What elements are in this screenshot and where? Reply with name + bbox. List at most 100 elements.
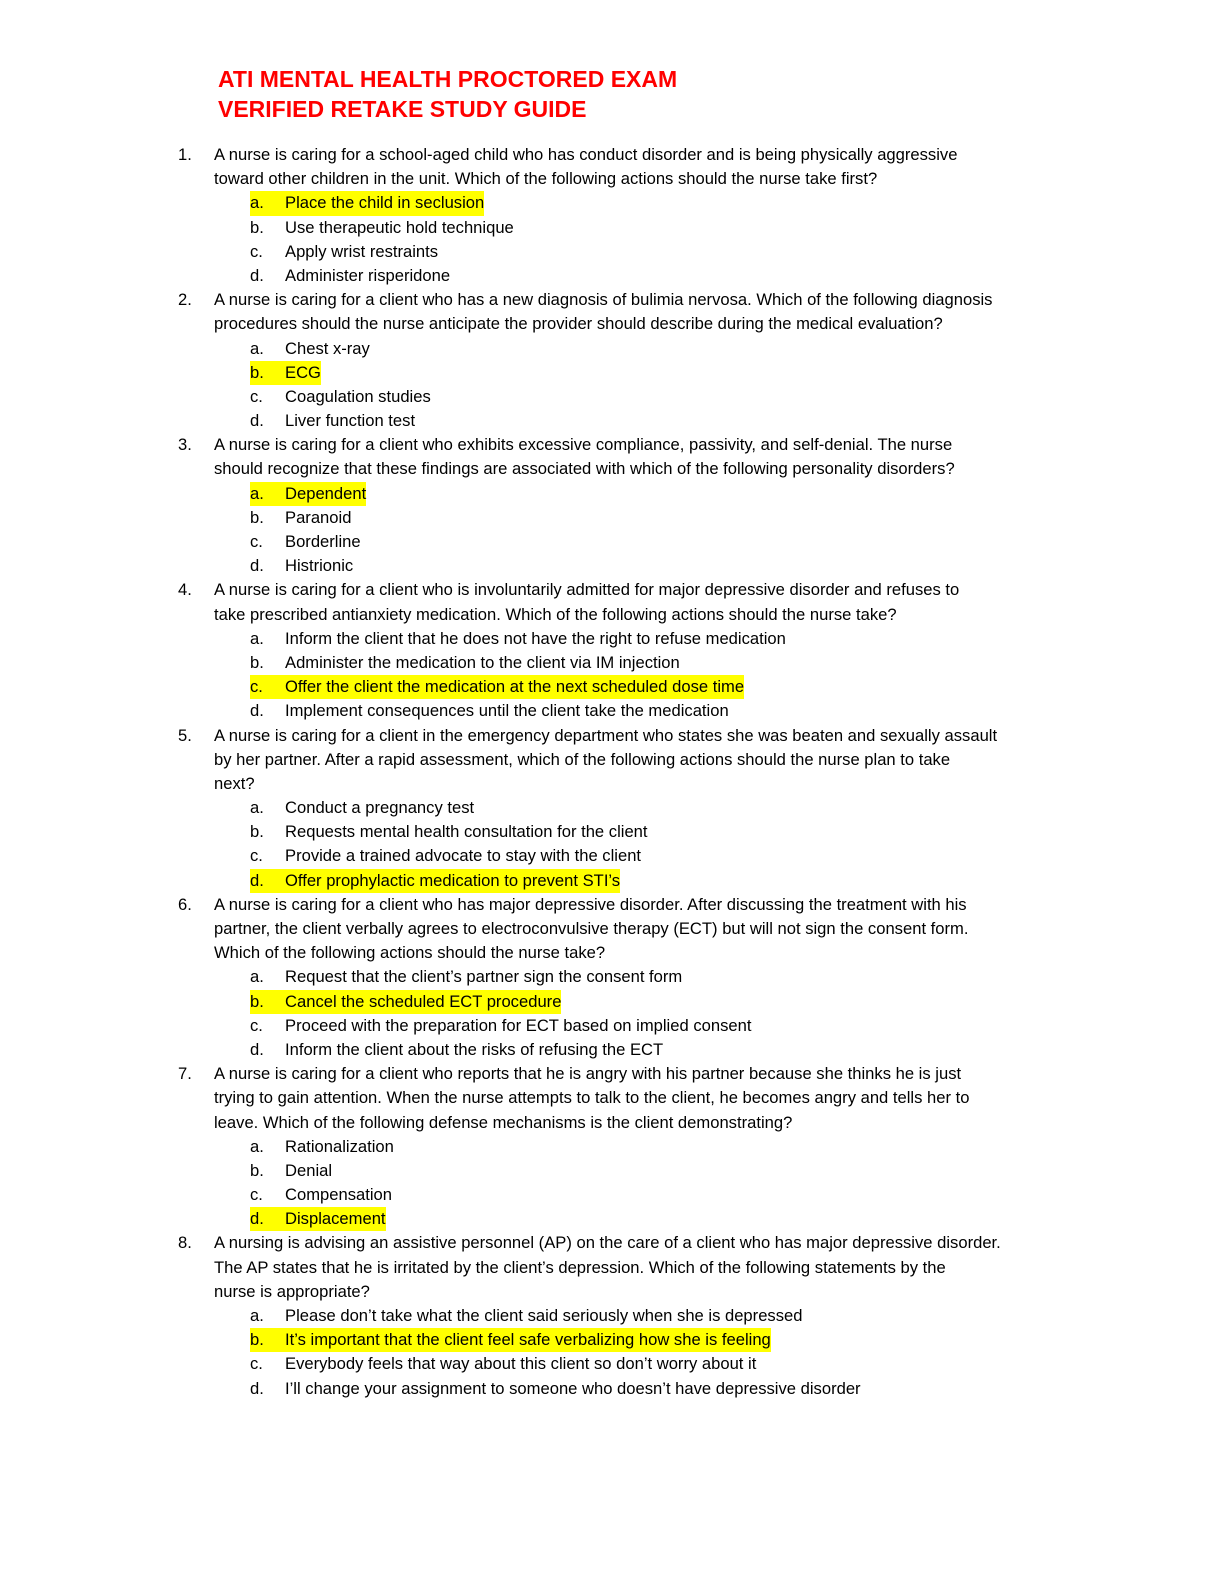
question-number: 1. [178, 145, 192, 164]
option-letter: d. [250, 1209, 264, 1229]
question-text: Which of the following actions should th… [214, 943, 606, 963]
answer-option: c.Compensation [250, 1183, 392, 1207]
answer-option-row: a.Place the child in seclusion [0, 191, 1224, 216]
option-text: Use therapeutic hold technique [285, 217, 514, 237]
answer-option-row: b.ECG [0, 360, 1224, 385]
question-text: partner, the client verbally agrees to e… [214, 919, 969, 938]
question-item: 1. A nurse is caring for a school-aged ch… [0, 143, 1224, 288]
option-text: Chest x-ray [285, 338, 370, 358]
question-number: 5. [178, 725, 192, 745]
option-letter: b. [250, 991, 264, 1011]
answer-option-row: b.Paranoid [0, 506, 1224, 530]
question-line: toward other children in the unit. Which… [0, 167, 1224, 191]
answer-option-row: b.Denial [0, 1159, 1224, 1183]
question-line: 6.A nurse is caring for a client who has… [0, 893, 1224, 917]
question-text: take prescribed antianxiety medication. … [214, 604, 897, 624]
answer-option-row: d.Liver function test [0, 409, 1224, 433]
option-letter: d. [250, 556, 264, 576]
answer-option-highlighted: c. Offer the client the medication at the… [250, 675, 745, 700]
answer-option: a.Request that the client’s partner sign… [250, 965, 682, 989]
option-letter: c. [250, 1354, 263, 1374]
answer-option-row: b.Administer the medication to the clien… [0, 651, 1224, 675]
answer-option: c.Proceed with the preparation for ECT b… [250, 1014, 751, 1038]
option-letter: b. [250, 1330, 264, 1350]
question-line: 7.A nurse is caring for a client who rep… [0, 1062, 1224, 1086]
question-line: 5.A nurse is caring for a client in the … [0, 724, 1224, 748]
question-text: A nurse is caring for a school-aged chil… [214, 145, 958, 164]
answer-option: c.Provide a trained advocate to stay wit… [250, 844, 641, 868]
answer-option-row: a.Request that the client’s partner sign… [0, 965, 1224, 989]
answer-option-row: c.Compensation [0, 1183, 1224, 1207]
answer-option-row: b.Requests mental health consultation fo… [0, 820, 1224, 844]
option-text: Conduct a pregnancy test [285, 798, 475, 818]
answer-option-row: c.Coagulation studies [0, 385, 1224, 409]
question-line: 4.A nurse is caring for a client who is … [0, 578, 1224, 602]
option-letter: d. [250, 701, 264, 721]
option-text: ECG [285, 362, 321, 382]
option-letter: c. [250, 386, 263, 406]
question-text: should recognize that these findings are… [214, 459, 955, 479]
option-letter: a. [250, 338, 264, 358]
option-letter: a. [250, 967, 264, 987]
option-letter: b. [250, 652, 264, 672]
question-item: 4.A nurse is caring for a client who is … [0, 578, 1224, 723]
answer-option-highlighted: a.Dependent [250, 481, 367, 506]
option-text: Cancel the scheduled ECT procedure [285, 991, 562, 1011]
option-text: Liver function test [285, 411, 416, 431]
option-letter: c. [250, 532, 263, 551]
question-text: A nurse is caring for a client who exhib… [214, 435, 953, 455]
answer-option: d.Administer risperidone [250, 264, 450, 288]
question-line: 8.A nursing is advising an assistive per… [0, 1231, 1224, 1255]
option-letter: a. [250, 1136, 264, 1156]
answer-option-row: a.Conduct a pregnancy test [0, 796, 1224, 820]
document-title-line-2: VERIFIED RETAKE STUDY GUIDE [218, 96, 587, 122]
answer-option-row: c.Everybody feels that way about this cl… [0, 1352, 1224, 1376]
option-text: Inform the client about the risks of ref… [285, 1039, 664, 1059]
option-text: Paranoid [285, 507, 352, 527]
option-letter: c. [250, 677, 263, 697]
option-letter: a. [250, 1306, 264, 1325]
question-number: 2. [178, 290, 192, 310]
answer-option-highlighted: b. Cancel the scheduled ECT procedure [250, 989, 562, 1014]
question-line: partner, the client verbally agrees to e… [0, 917, 1224, 941]
question-text: The AP states that he is irritated by th… [214, 1257, 946, 1277]
answer-option-row: d.Inform the client about the risks of r… [0, 1038, 1224, 1062]
answer-option-row: a. Please don’t take what the client said… [0, 1304, 1224, 1328]
option-text: Please don’t take what the client said s… [285, 1306, 803, 1325]
answer-option: b.Paranoid [250, 506, 351, 530]
option-letter: c. [250, 241, 263, 261]
answer-option: a.Rationalization [250, 1135, 394, 1159]
answer-option-row: a.Dependent [0, 481, 1224, 506]
answer-option: c.Apply wrist restraints [250, 240, 438, 264]
question-line: leave. Which of the following defense me… [0, 1111, 1224, 1135]
answer-option-row: a.Inform the client that he does not hav… [0, 627, 1224, 651]
question-list: 1. A nurse is caring for a school-aged ch… [0, 143, 1224, 1401]
answer-option-highlighted: a.Place the child in seclusion [250, 191, 485, 216]
answer-option-highlighted: b.ECG [250, 360, 321, 385]
question-text: trying to gain attention. When the nurse… [214, 1088, 970, 1108]
answer-option-row: d.Displacement [0, 1207, 1224, 1232]
option-text: Offer the client the medication at the n… [285, 677, 745, 697]
answer-option: d. Histrionic [250, 554, 353, 578]
answer-option-row: d. Histrionic [0, 554, 1224, 578]
question-line: 2.A nurse is caring for a client who has… [0, 288, 1224, 312]
answer-option-row: c.Proceed with the preparation for ECT b… [0, 1014, 1224, 1038]
question-line: Which of the following actions should th… [0, 941, 1224, 965]
question-number: 4. [178, 580, 192, 600]
answer-option-row: c.Apply wrist restraints [0, 240, 1224, 264]
option-text: Provide a trained advocate to stay with … [285, 846, 642, 866]
option-text: Histrionic [285, 556, 354, 576]
answer-option-row: d.Offer prophylactic medication to preve… [0, 868, 1224, 893]
question-text: procedures should the nurse anticipate t… [214, 314, 943, 334]
question-text: leave. Which of the following defense me… [214, 1112, 793, 1132]
answer-option: c.Coagulation studies [250, 385, 431, 409]
answer-option-row: b.It’s important that the client feel sa… [0, 1328, 1224, 1353]
question-item: 8.A nursing is advising an assistive per… [0, 1231, 1224, 1400]
question-line: 3.A nurse is caring for a client who exh… [0, 433, 1224, 457]
option-text: Dependent [285, 483, 367, 503]
answer-option-row: b. Cancel the scheduled ECT procedure [0, 989, 1224, 1014]
answer-option: c.Everybody feels that way about this cl… [250, 1352, 756, 1376]
question-number: 6. [178, 894, 192, 914]
question-text: toward other children in the unit. Which… [214, 169, 878, 189]
option-text: Proceed with the preparation for ECT bas… [285, 1015, 752, 1035]
